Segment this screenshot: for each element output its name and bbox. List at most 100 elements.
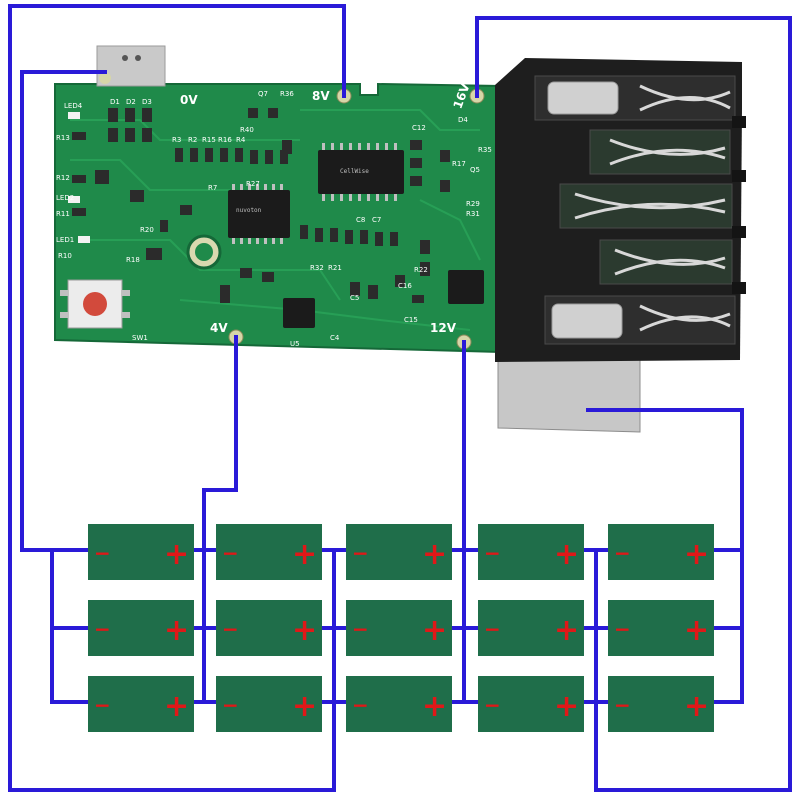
- small-ic: [448, 270, 484, 304]
- des-r16: R16: [218, 136, 232, 144]
- label-4v: 4V: [210, 321, 228, 335]
- des-d3: D3: [142, 98, 152, 106]
- label-8v: 8V: [312, 89, 330, 103]
- des-r40: R40: [240, 126, 254, 134]
- des-r18: R18: [126, 256, 140, 264]
- cell-positive-sign: +: [164, 613, 189, 648]
- des-r4: R4: [236, 136, 246, 144]
- battery-cell-body: [608, 676, 714, 732]
- des-sw1: SW1: [132, 334, 148, 342]
- smd-components: [72, 108, 450, 303]
- des-r32: R32: [310, 264, 324, 272]
- wire-0v: [20, 70, 107, 552]
- cell-negative-sign: −: [222, 541, 239, 565]
- des-r36: R36: [280, 90, 294, 98]
- spring-contacts: [574, 84, 731, 332]
- battery-cell-body: [216, 676, 322, 732]
- cell-negative-sign: −: [222, 617, 239, 641]
- des-r12: R12: [56, 174, 70, 182]
- led1: [78, 236, 90, 243]
- battery-cell-body: [88, 676, 194, 732]
- cell-positive-sign: +: [554, 537, 579, 572]
- battery-cell: −+: [346, 524, 452, 580]
- wire-4v: [202, 335, 238, 552]
- battery-cell: −+: [88, 676, 194, 732]
- cell-negative-sign: −: [614, 693, 631, 717]
- cell-positive-sign: +: [164, 537, 189, 572]
- battery-cell: −+: [88, 600, 194, 656]
- des-r7: R7: [208, 184, 217, 192]
- battery-cell-body: [346, 524, 452, 580]
- des-r11: R11: [56, 210, 70, 218]
- des-led2: LED2: [56, 194, 74, 202]
- cell-negative-sign: −: [94, 617, 111, 641]
- battery-cell: −+: [346, 676, 452, 732]
- des-r27: R27: [246, 180, 260, 188]
- des-c4: C4: [330, 334, 340, 342]
- holder-ridges: [732, 116, 746, 294]
- battery-terminal-holder: [495, 58, 746, 433]
- battery-cell: −+: [478, 600, 584, 656]
- battery-cell: −+: [608, 524, 714, 580]
- des-d1: D1: [110, 98, 120, 106]
- battery-cell: −+: [216, 676, 322, 732]
- cell-negative-sign: −: [614, 541, 631, 565]
- des-r13: R13: [56, 134, 70, 142]
- battery-cells: −+−+−+−+−+−+−+−+−+−+−+−+−+−+−+: [88, 524, 714, 732]
- battery-cell-body: [478, 600, 584, 656]
- cell-positive-sign: +: [292, 689, 317, 724]
- des-d2: D2: [126, 98, 136, 106]
- des-r35: R35: [478, 146, 492, 154]
- des-c5: C5: [350, 294, 359, 302]
- led2: [68, 196, 80, 203]
- des-r10: R10: [58, 252, 72, 260]
- wiring: [8, 4, 792, 792]
- bottom-cylinder-contact: [551, 303, 623, 339]
- sw1-cap: [83, 292, 107, 316]
- des-led1: LED1: [56, 236, 74, 244]
- des-c8: C8: [356, 216, 365, 224]
- cell-negative-sign: −: [94, 541, 111, 565]
- des-r15: R15: [202, 136, 216, 144]
- battery-cell-body: [88, 524, 194, 580]
- ties-g1-left: [50, 548, 88, 704]
- battery-cell: −+: [216, 600, 322, 656]
- battery-cell: −+: [216, 524, 322, 580]
- cell-negative-sign: −: [484, 617, 501, 641]
- cell-positive-sign: +: [164, 689, 189, 724]
- pcb-traces: [70, 109, 481, 331]
- des-c16: C16: [398, 282, 412, 290]
- ties-g1-g2: [192, 548, 218, 704]
- pad-0v: [99, 72, 111, 84]
- battery-cell-body: [608, 600, 714, 656]
- battery-cell-body: [88, 600, 194, 656]
- des-d4: D4: [458, 116, 468, 124]
- des-q7: Q7: [258, 90, 268, 98]
- led4: [68, 112, 80, 119]
- battery-cell-body: [608, 524, 714, 580]
- wire-16v-return: [475, 16, 792, 792]
- afe-label: CellWise: [340, 168, 369, 175]
- cell-positive-sign: +: [684, 613, 709, 648]
- cell-negative-sign: −: [352, 617, 369, 641]
- des-r21: R21: [328, 264, 342, 272]
- top-cylinder-contact: [547, 81, 619, 115]
- cell-positive-sign: +: [292, 613, 317, 648]
- mounting-hole-inner: [195, 243, 213, 261]
- des-led4: LED4: [64, 102, 83, 110]
- cell-negative-sign: −: [94, 693, 111, 717]
- cell-positive-sign: +: [554, 613, 579, 648]
- battery-cell: −+: [608, 600, 714, 656]
- tab-hole: [122, 55, 128, 61]
- cell-negative-sign: −: [352, 693, 369, 717]
- des-q5: Q5: [470, 166, 480, 174]
- cell-positive-sign: +: [554, 689, 579, 724]
- battery-cell-body: [478, 676, 584, 732]
- battery-cell: −+: [346, 600, 452, 656]
- des-r20: R20: [140, 226, 154, 234]
- wire-8v: [8, 4, 346, 792]
- ties-g4-g5: [582, 548, 610, 704]
- cell-positive-sign: +: [684, 537, 709, 572]
- cell-negative-sign: −: [614, 617, 631, 641]
